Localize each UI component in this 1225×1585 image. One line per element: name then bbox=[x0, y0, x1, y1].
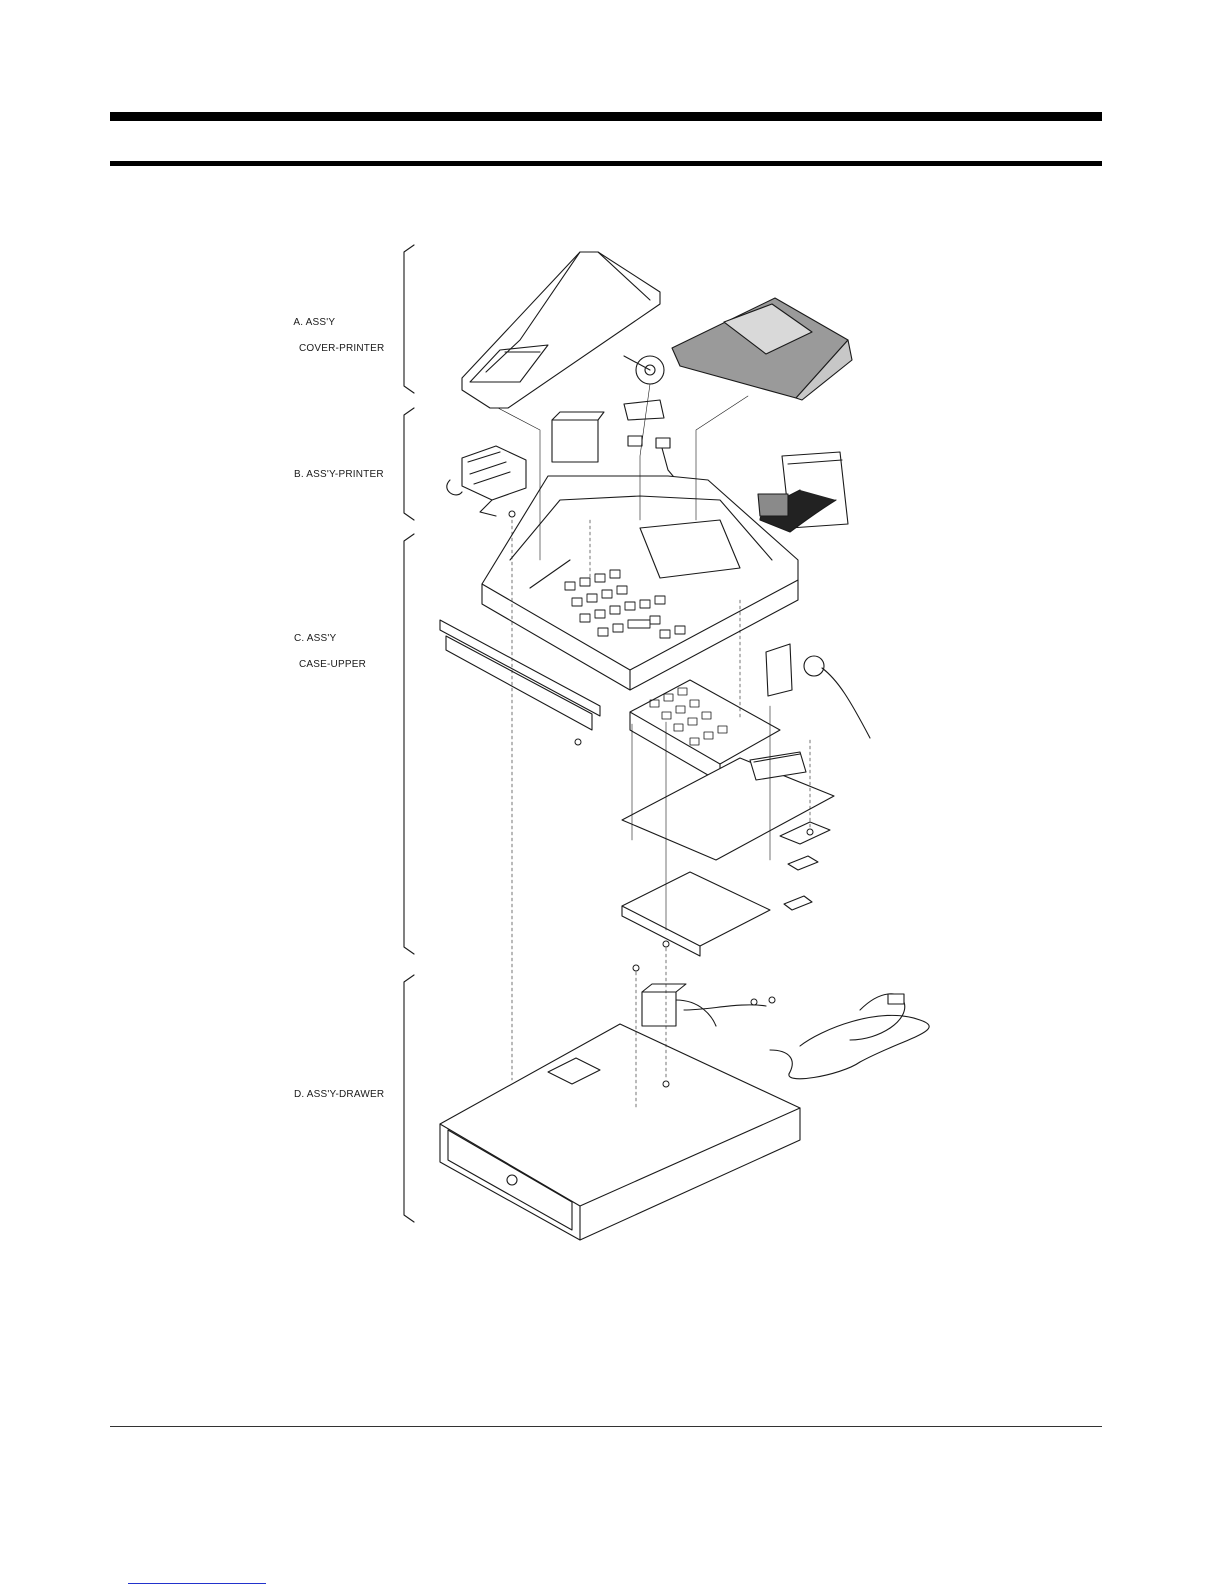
display-cover bbox=[672, 298, 852, 400]
bracket-d bbox=[404, 975, 414, 1222]
bracket-a bbox=[404, 245, 414, 393]
footer-rule bbox=[110, 1426, 1102, 1427]
bracket-c bbox=[404, 534, 414, 954]
printer-cover bbox=[462, 252, 660, 408]
power-cord bbox=[770, 994, 929, 1079]
cash-drawer bbox=[440, 1024, 800, 1240]
power-board bbox=[622, 872, 770, 956]
main-pcb bbox=[622, 752, 834, 860]
footer-link-underline[interactable] bbox=[128, 1583, 266, 1584]
paper-roll-holder bbox=[624, 356, 664, 420]
transformer bbox=[642, 984, 766, 1026]
bracket-b bbox=[404, 408, 414, 520]
drawer-motor bbox=[766, 644, 870, 738]
mounting-plates bbox=[780, 822, 830, 910]
display-board bbox=[758, 452, 848, 532]
cable-connectors bbox=[628, 436, 678, 482]
